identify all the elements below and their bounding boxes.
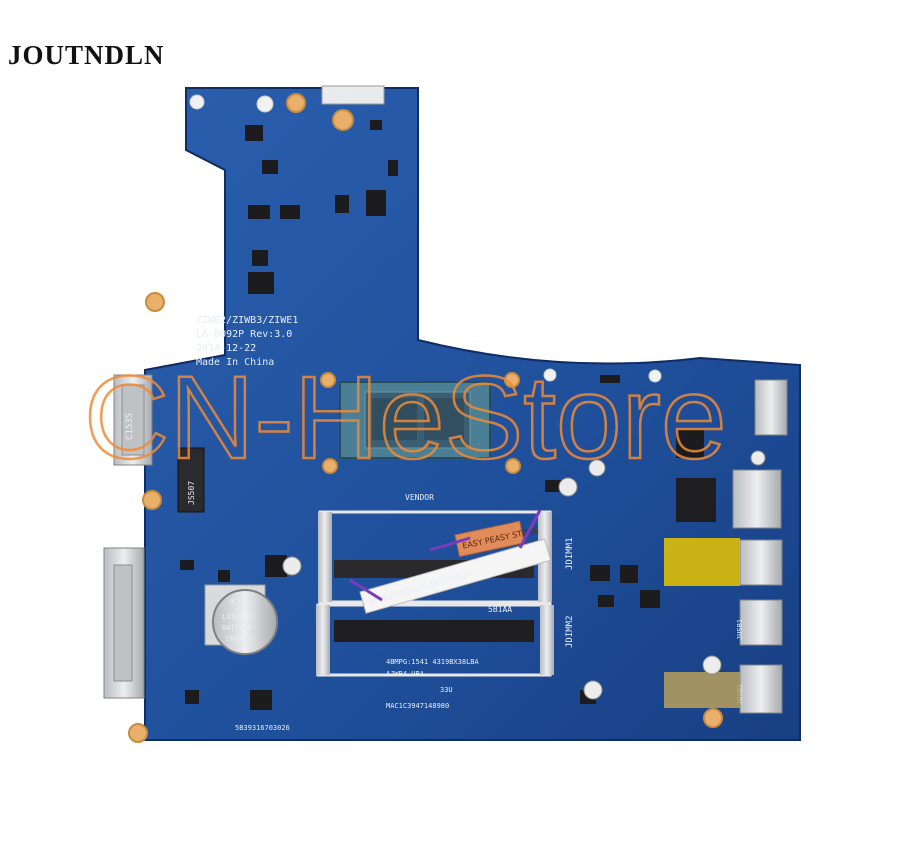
svg-text:4BMPG:1541 4319BX38LBA: 4BMPG:1541 4319BX38LBA: [386, 658, 480, 666]
dimm-slot-2: 5B1AA: [316, 603, 554, 677]
sata-connector: [103, 547, 145, 699]
wifi-slot: JS507: [177, 447, 205, 513]
svg-text:JDIMM1: JDIMM1: [565, 537, 575, 570]
svg-text:AJWB4 UBA: AJWB4 UBA: [386, 670, 425, 678]
svg-text:MAC1C3947148980: MAC1C3947148980: [386, 702, 449, 710]
left-connector: C1535: [113, 374, 153, 466]
cpu-chip: [339, 381, 491, 459]
svg-text:2014-12-22: 2014-12-22: [196, 343, 256, 354]
watermark: CN-HeStore: [83, 351, 728, 486]
svg-text:5B1AA: 5B1AA: [488, 605, 512, 614]
svg-text:JUSB1: JUSB1: [736, 619, 744, 640]
right-ports: JUSB1 JUSB2: [676, 379, 788, 714]
svg-text:BATTERY: BATTERY: [222, 624, 252, 632]
small-components: [180, 120, 704, 710]
ram-info-text: 4BMPG:1541 4319BX38LBA AJWB4 UBA 33U MAC…: [386, 658, 480, 710]
yellow-tape: [664, 538, 740, 708]
svg-text:ZIWB2/ZIWB3/ZIWE1: ZIWB2/ZIWB3/ZIWE1: [196, 315, 298, 326]
svg-text:Made In China: Made In China: [196, 357, 274, 368]
model-silkscreen: ZIWB2/ZIWB3/ZIWE1 LA-B092P Rev:3.0 2014-…: [196, 315, 298, 368]
top-connector: C1535: [321, 85, 385, 105]
serial-text: 5B39316703026: [235, 724, 290, 732]
svg-text:JS507: JS507: [187, 481, 196, 505]
svg-text:KTS: KTS: [231, 598, 247, 608]
svg-text:CN-HeStore: CN-HeStore: [84, 352, 727, 484]
svg-text:JDIMM2: JDIMM2: [565, 615, 575, 648]
cmos-battery: KTS LITHIUM BATTERY CR2032: [204, 584, 278, 655]
svg-text:C1535: C1535: [330, 92, 357, 102]
svg-text:VENDOR: VENDOR: [405, 493, 434, 502]
svg-text:C1535: C1535: [125, 413, 135, 440]
svg-text:LA-B092P Rev:3.0: LA-B092P Rev:3.0: [196, 329, 292, 340]
capacitors: [282, 450, 766, 700]
mounting-holes: [128, 93, 723, 743]
svg-text:33U: 33U: [440, 686, 453, 694]
brand-logo-text: JOUTNDLN: [8, 40, 165, 70]
svg-text:LITHIUM: LITHIUM: [222, 613, 252, 621]
svg-text:CR2032: CR2032: [226, 635, 251, 643]
